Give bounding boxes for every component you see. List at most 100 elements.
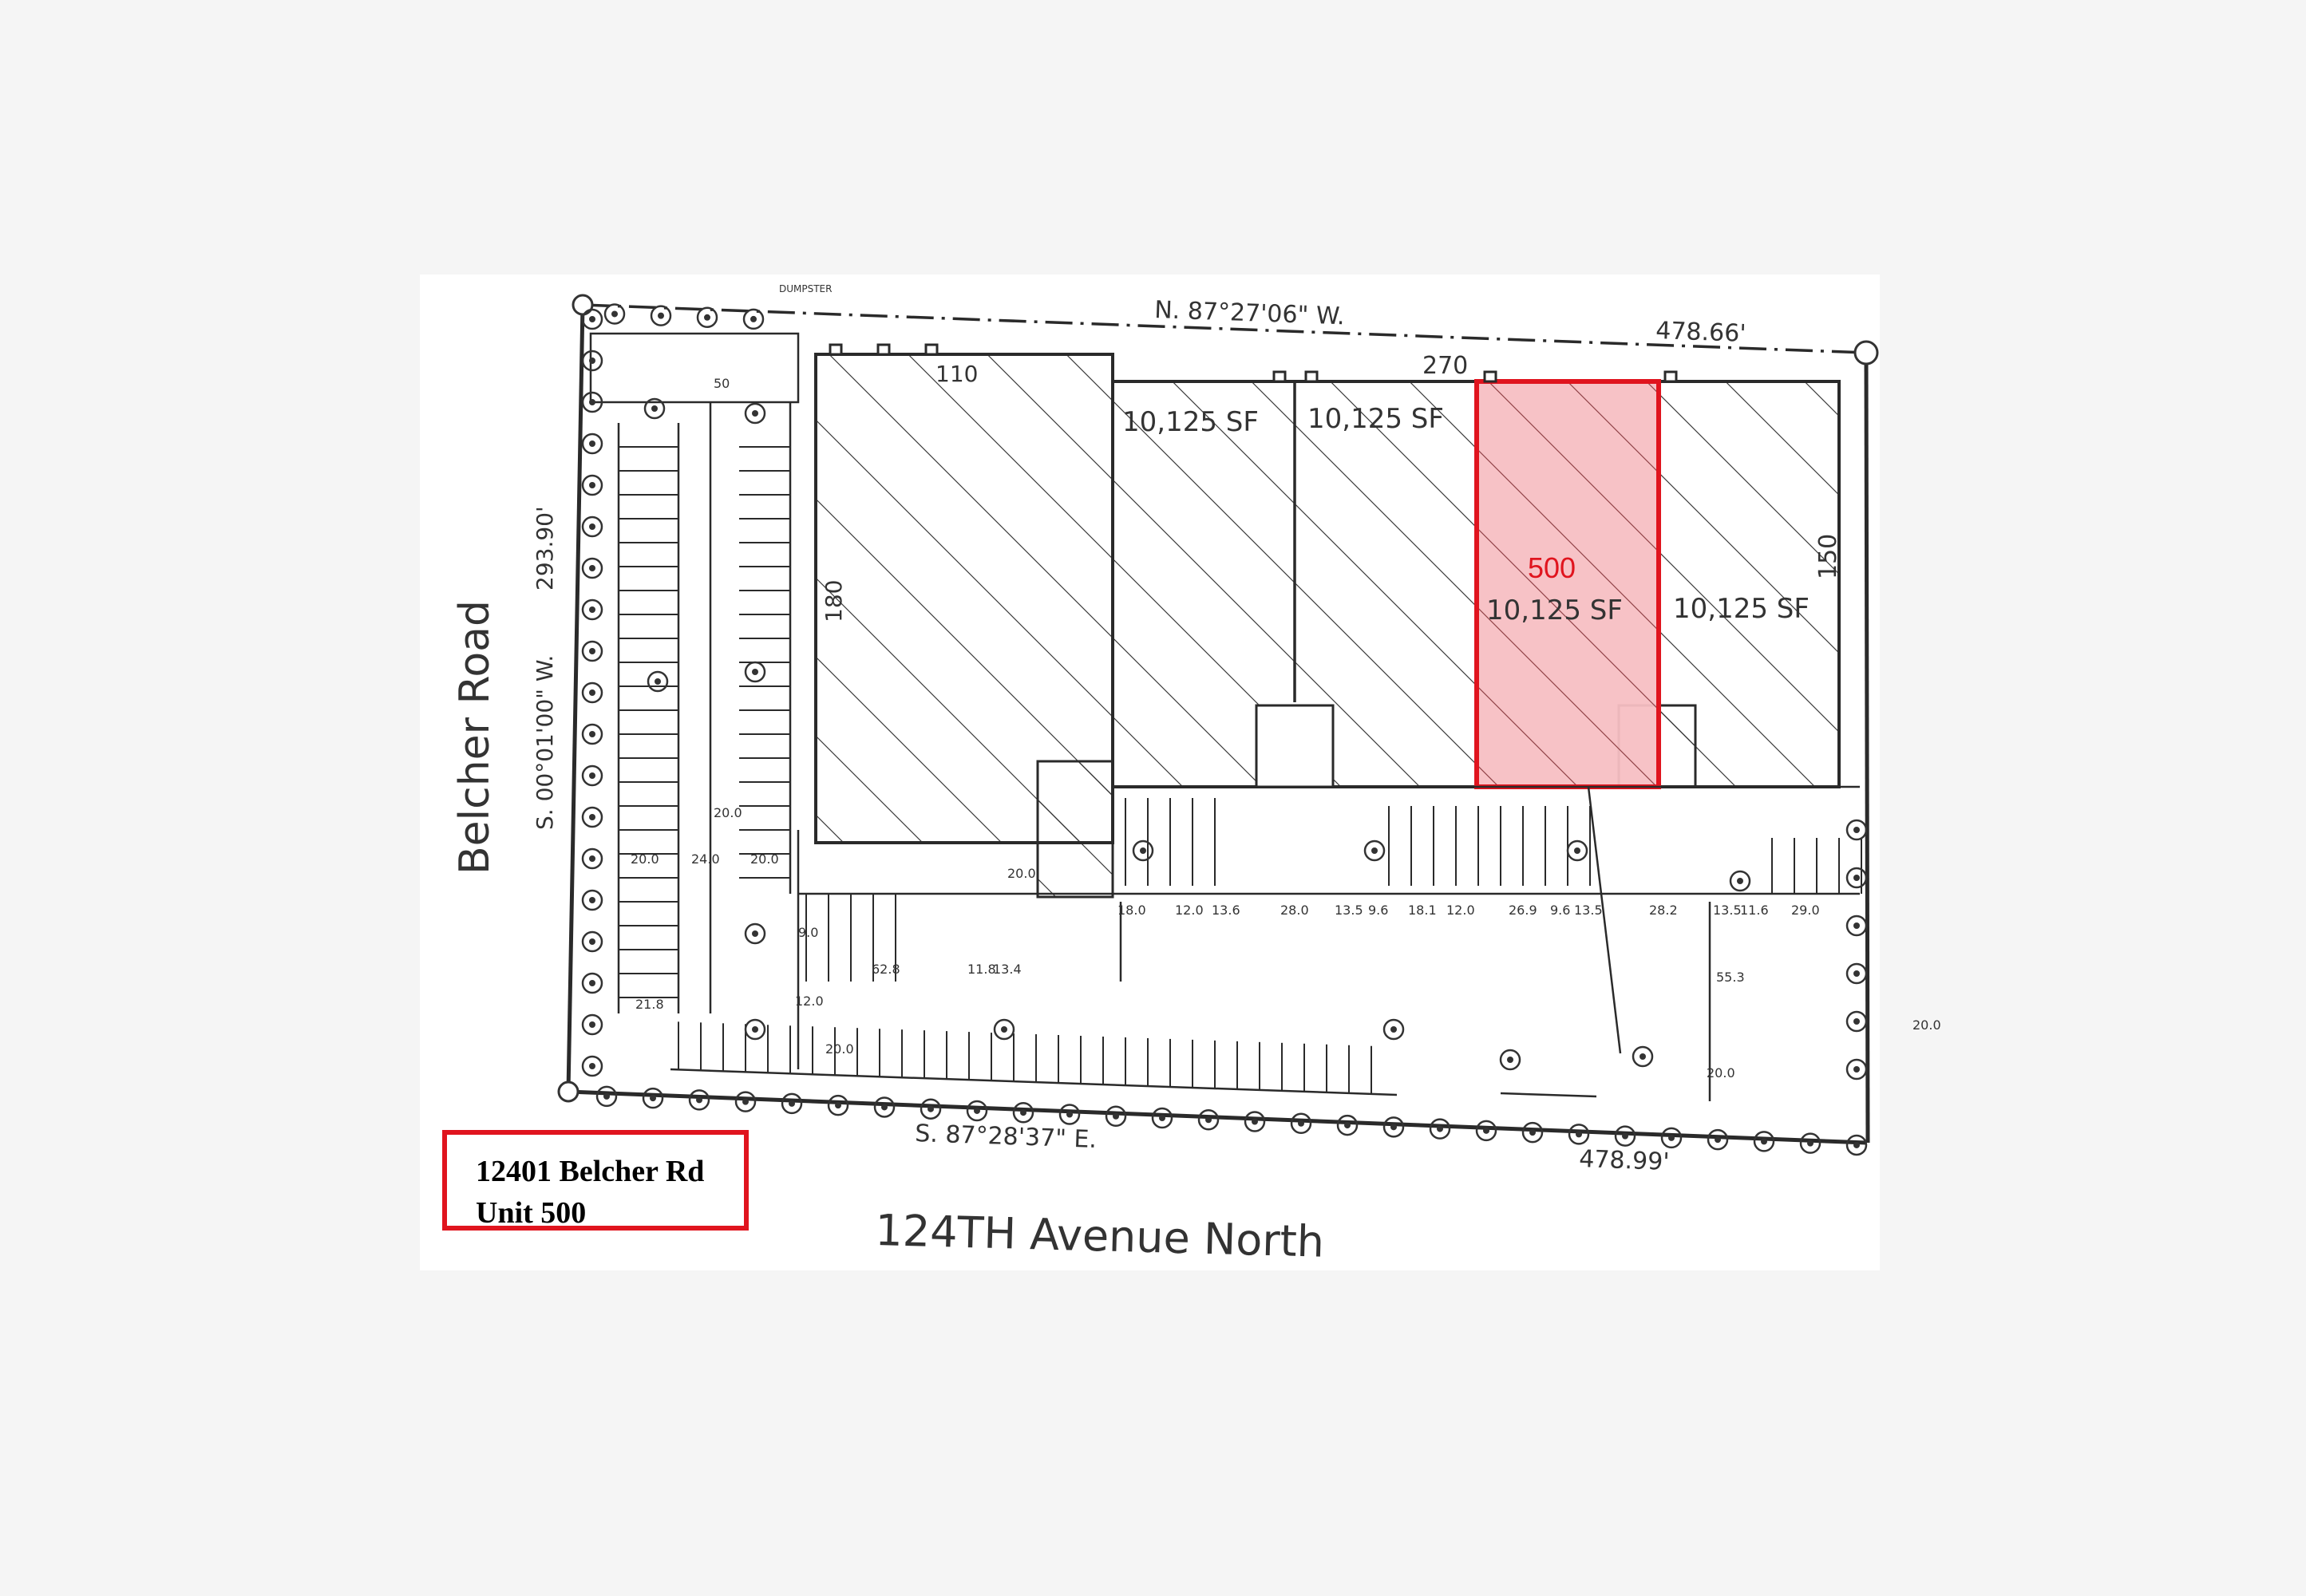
- tree-center: [752, 930, 758, 937]
- tree-symbol: [643, 397, 666, 420]
- tree-symbol: [581, 889, 603, 911]
- dim-top-270: 270: [1422, 352, 1468, 380]
- tree-center: [1066, 1111, 1073, 1118]
- tree-center: [1159, 1115, 1165, 1122]
- tree-center: [589, 565, 595, 571]
- tree-center: [704, 314, 710, 321]
- tree-center: [589, 523, 595, 530]
- tree-symbol: [1632, 1045, 1654, 1068]
- tree-center: [611, 310, 618, 318]
- parking-dimension-label: 20.0: [1707, 1065, 1735, 1080]
- tree-symbol: [647, 670, 669, 693]
- tree-center: [750, 315, 757, 322]
- tree-symbol: [1429, 1118, 1451, 1140]
- parking-dimension-label: 50: [714, 376, 730, 391]
- tree-symbol: [1753, 1131, 1775, 1152]
- tree-center: [1853, 1141, 1860, 1148]
- tree-symbol: [581, 930, 603, 953]
- tree-center: [1668, 1134, 1675, 1141]
- tree-center: [1507, 1057, 1513, 1063]
- tree-center: [928, 1105, 934, 1112]
- tree-symbol: [744, 1018, 766, 1041]
- tree-center: [1001, 1026, 1007, 1033]
- tree-symbol: [1729, 870, 1751, 892]
- tree-center: [1205, 1116, 1212, 1124]
- corner-marker-nw: [572, 294, 594, 316]
- parking-dimension-label: 13.5: [1713, 903, 1742, 918]
- tree-symbol: [581, 806, 603, 828]
- tree-center: [1371, 847, 1378, 854]
- tree-symbol: [581, 557, 603, 579]
- tree-symbol: [581, 433, 603, 455]
- tree-center: [1715, 1136, 1721, 1144]
- street-south-label: 124TH Avenue North: [875, 1205, 1325, 1267]
- tree-center: [1853, 1066, 1860, 1073]
- tree-center: [589, 731, 595, 737]
- tree-symbol: [993, 1018, 1015, 1041]
- tree-symbol: [595, 1085, 618, 1108]
- parking-dimension-label: 13.5: [1335, 903, 1363, 918]
- bearing-south: S. 87°28'37" E.: [915, 1120, 1098, 1154]
- tree-center: [1140, 847, 1146, 854]
- tree-center: [1298, 1120, 1304, 1127]
- tree-center: [589, 399, 595, 405]
- dim-west-building-depth: 180: [821, 580, 847, 622]
- tree-symbol: [1012, 1101, 1034, 1124]
- tree-center: [589, 938, 595, 945]
- front-parking-stalls: [678, 1021, 1372, 1094]
- tree-symbol: [581, 972, 603, 994]
- tree-center: [589, 358, 595, 364]
- tree-center: [1853, 922, 1860, 929]
- unit-area-1: 10,125 SF: [1122, 406, 1259, 438]
- tree-symbol: [1105, 1105, 1127, 1128]
- tree-center: [1853, 875, 1860, 881]
- tree-symbol: [1382, 1018, 1405, 1041]
- tree-symbol: [696, 306, 718, 329]
- tree-center: [589, 606, 595, 613]
- parking-dimension-label: 13.6: [1212, 903, 1240, 918]
- tree-center: [1390, 1026, 1397, 1033]
- tree-center: [1807, 1140, 1814, 1147]
- tree-symbol: [581, 847, 603, 870]
- tree-symbol: [581, 1013, 603, 1036]
- tree-center: [1576, 1131, 1582, 1138]
- loading-dock-1: [1255, 704, 1335, 788]
- parking-dimension-label: 28.2: [1649, 903, 1678, 918]
- tree-symbol: [1614, 1125, 1636, 1147]
- tree-center: [1437, 1125, 1443, 1132]
- tree-center: [655, 678, 661, 685]
- tree-center: [1529, 1129, 1536, 1136]
- tree-center: [789, 1100, 795, 1107]
- tree-symbol: [1845, 915, 1868, 937]
- tree-center: [650, 1095, 656, 1102]
- tree-center: [589, 1021, 595, 1028]
- tree-symbol: [581, 640, 603, 662]
- tree-center: [589, 316, 595, 322]
- tree-center: [752, 410, 758, 417]
- unit-area-2: 10,125 SF: [1307, 403, 1444, 435]
- tree-center: [1483, 1127, 1489, 1134]
- parking-dimension-label: 20.0: [1912, 1017, 1941, 1033]
- rear-ticks: [829, 343, 1678, 383]
- tree-symbol: [581, 308, 603, 330]
- parking-dimension-label: 9.6: [1550, 903, 1570, 918]
- tree-center: [589, 897, 595, 903]
- tree-symbol: [581, 516, 603, 538]
- tree-symbol: [1336, 1114, 1359, 1136]
- unit-area-4: 10,125 SF: [1673, 593, 1810, 625]
- tree-symbol: [1290, 1112, 1312, 1135]
- parking-dimension-label: 20.0: [1007, 866, 1036, 881]
- west-parking-stalls: [619, 446, 790, 998]
- tree-symbol: [1382, 1116, 1405, 1138]
- tree-center: [835, 1102, 841, 1109]
- landscape-trees: [581, 303, 1868, 1156]
- parking-dimension-label: 13.5: [1574, 903, 1603, 918]
- tree-symbol: [1845, 1010, 1868, 1033]
- tree-center: [1574, 847, 1580, 854]
- tree-symbol: [920, 1098, 942, 1120]
- corner-marker-sw: [557, 1080, 579, 1103]
- bearing-west-length: 293.90': [532, 506, 558, 591]
- address-callout: 12401 Belcher Rd Unit 500: [442, 1130, 749, 1231]
- tree-symbol: [744, 922, 766, 945]
